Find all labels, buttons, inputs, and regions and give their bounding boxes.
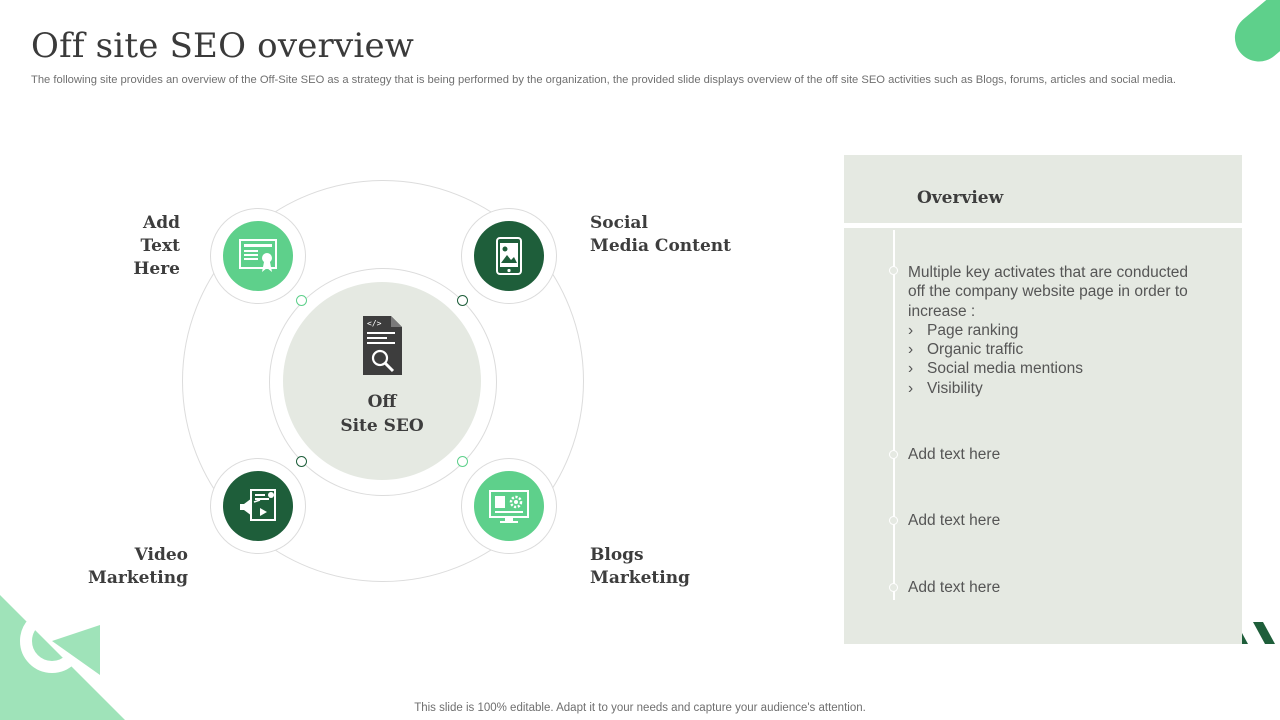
connector-dot	[296, 295, 307, 306]
seo-diagram: </> Off Site SEO Add Text Here	[80, 180, 760, 590]
overview-item: Add text here	[908, 579, 1001, 596]
connector-dot	[296, 456, 307, 467]
node-label-line2: Marketing	[590, 568, 690, 588]
page-title: Off site SEO overview	[31, 26, 415, 66]
corner-decoration-pill	[1225, 0, 1280, 72]
node-label-line1: Social	[590, 213, 648, 233]
list-item-label: Page ranking	[927, 321, 1019, 339]
chevron-right-icon: ›	[908, 379, 914, 397]
overview-header-panel	[844, 155, 1242, 223]
list-item-label: Organic traffic	[927, 341, 1024, 359]
center-label: Off Site SEO	[283, 390, 481, 438]
node-label-line1: Blogs	[590, 545, 644, 565]
node-label-line2: Marketing	[88, 568, 188, 588]
list-item: › Visibility	[908, 379, 1208, 398]
overview-item: Add text here	[908, 446, 1001, 463]
outer-ring	[182, 180, 584, 582]
node-label-line1: Video	[134, 545, 188, 565]
list-item-label: Social media mentions	[927, 360, 1083, 378]
chevron-right-icon: ›	[908, 341, 914, 359]
center-disc	[283, 282, 481, 480]
overview-body-panel	[844, 228, 1242, 644]
chevron-right-icon: ›	[908, 360, 914, 378]
chevron-right-icon: ›	[908, 321, 914, 339]
overview-main-block: Multiple key activates that are conducte…	[908, 263, 1208, 398]
node-label-line1: Add	[143, 213, 180, 233]
node-label-bottom-right: Blogs Marketing	[590, 544, 740, 590]
connector-dot	[457, 295, 468, 306]
center-label-line2: Site SEO	[340, 416, 424, 436]
overview-timeline	[893, 230, 895, 600]
timeline-dot	[889, 583, 898, 592]
connector-dot	[457, 456, 468, 467]
blog-monitor-icon	[474, 471, 544, 541]
overview-item: Add text here	[908, 512, 1001, 529]
overview-heading: Overview	[917, 188, 1004, 208]
footer-note: This slide is 100% editable. Adapt it to…	[414, 702, 866, 714]
timeline-dot	[889, 266, 898, 275]
node-label-top-left: Add Text Here	[90, 212, 180, 281]
node-label-line2: Media Content	[590, 236, 732, 256]
center-label-line1: Off	[367, 392, 397, 412]
corner-decoration-triangle	[0, 595, 125, 720]
node-label-bottom-left: Video Marketing	[80, 544, 188, 590]
page-subtitle: The following site provides an overview …	[31, 74, 1177, 86]
list-item: › Page ranking	[908, 321, 1208, 340]
timeline-dot	[889, 516, 898, 525]
svg-text:</>: </>	[367, 319, 382, 328]
list-item: › Organic traffic	[908, 340, 1208, 359]
list-item-label: Visibility	[927, 379, 983, 397]
certificate-icon	[223, 221, 293, 291]
video-marketing-icon	[223, 471, 293, 541]
list-item: › Social media mentions	[908, 359, 1208, 378]
node-label-top-right: Social Media Content	[590, 212, 760, 258]
mobile-media-icon	[474, 221, 544, 291]
timeline-dot	[889, 450, 898, 459]
overview-intro: Multiple key activates that are conducte…	[908, 264, 1189, 320]
overview-bullet-list: › Page ranking › Organic traffic › Social m…	[908, 321, 1208, 398]
document-search-icon: </>	[360, 313, 404, 380]
node-label-line2: Text Here	[133, 236, 180, 279]
